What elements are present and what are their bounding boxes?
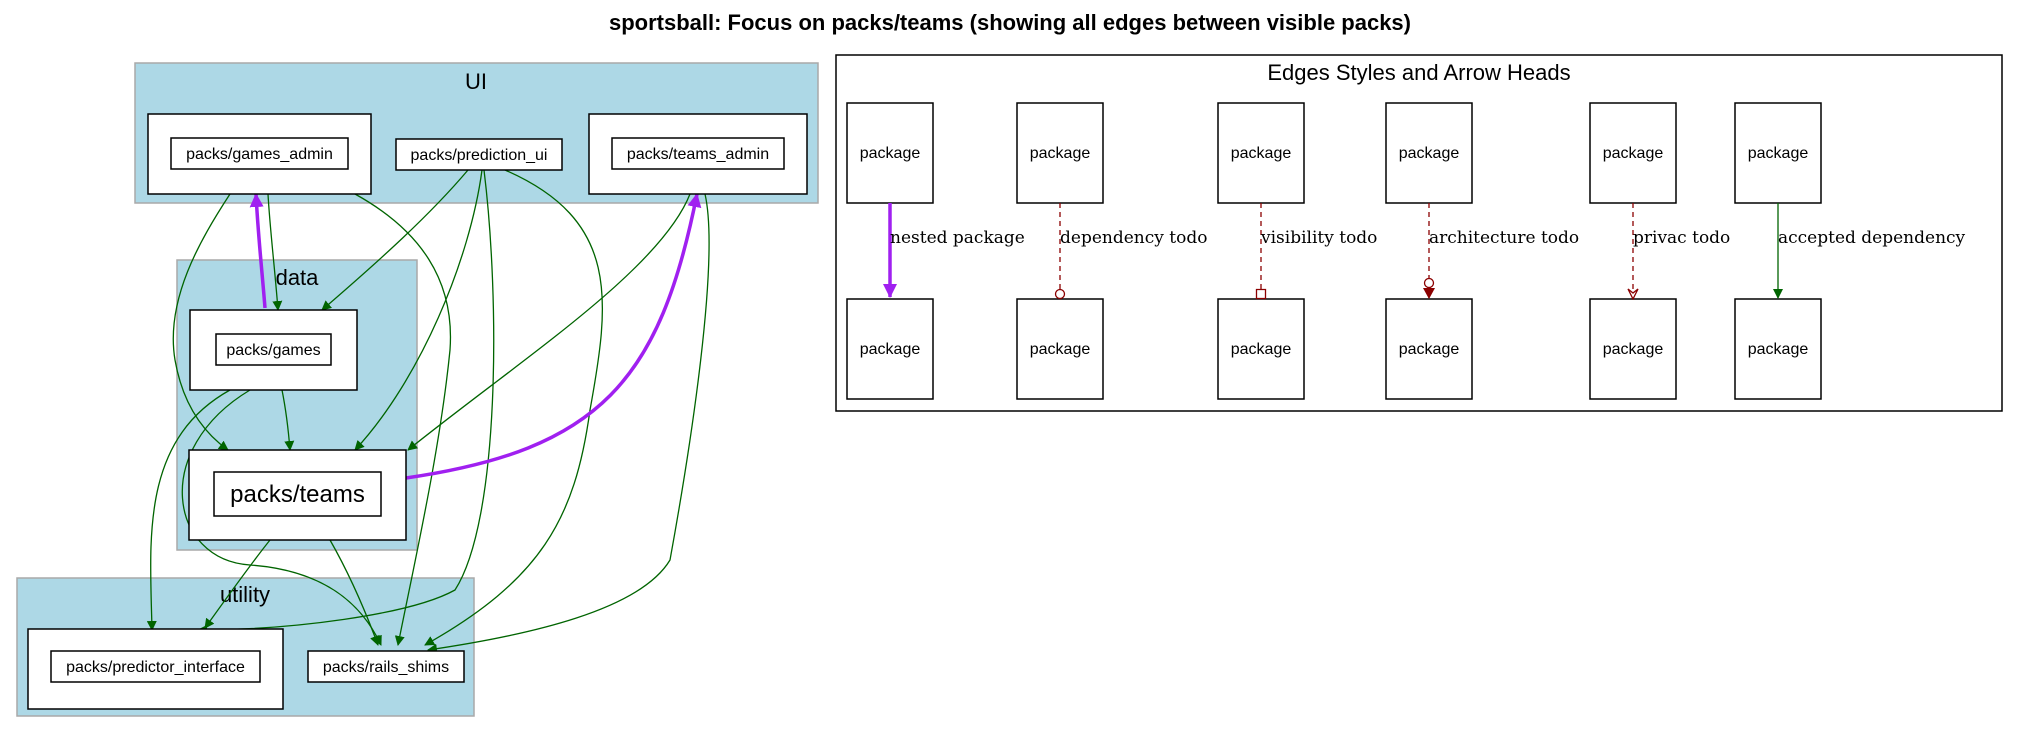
node-games-admin-label: packs/games_admin	[186, 146, 333, 163]
cluster-utility-label: utility	[220, 582, 270, 607]
legend-node-label: package	[1748, 341, 1809, 358]
edge-teams-admin-to-rails-shims	[427, 193, 710, 654]
edge-games-to-teams	[281, 389, 295, 451]
node-teams-admin[interactable]: packs/teams_admin	[588, 113, 808, 195]
legend-privacy-todo: package package privac todo	[1589, 102, 1730, 400]
legend-node-label: package	[1603, 145, 1664, 162]
edge-games-to-rails-shims	[181, 389, 382, 646]
edge-teams-to-rails-shims	[329, 539, 380, 646]
legend-node-label: package	[1748, 145, 1809, 162]
legend: Edges Styles and Arrow Heads package pac…	[835, 54, 2003, 412]
legend-architecture-todo: package package architecture todo	[1385, 102, 1579, 400]
node-games-admin[interactable]: packs/games_admin	[147, 113, 372, 195]
legend-accepted-dependency: package package accepted dependency	[1734, 102, 1966, 400]
node-teams-label: packs/teams	[230, 481, 365, 508]
legend-edge-label: accepted dependency	[1778, 228, 1966, 248]
node-games-label: packs/games	[226, 342, 320, 359]
node-predictor-interface-label: packs/predictor_interface	[66, 659, 245, 676]
edge-teams-admin-to-teams	[407, 193, 691, 451]
legend-node-label: package	[1030, 145, 1091, 162]
legend-nested-package: package package nested package	[846, 102, 1025, 400]
legend-node-label: package	[1399, 341, 1460, 358]
node-prediction-ui-label: packs/prediction_ui	[411, 147, 548, 164]
legend-node-label: package	[1603, 341, 1664, 358]
node-prediction-ui[interactable]: packs/prediction_ui	[395, 138, 563, 171]
edge-games-nested-in-games-admin	[249, 193, 267, 309]
legend-edge-label: nested package	[890, 228, 1025, 248]
edge-teams-nested-in-teams-admin	[405, 193, 702, 480]
edge-teams-to-predictor-interface	[204, 539, 271, 629]
legend-node-label: package	[860, 341, 921, 358]
legend-node-label: package	[1231, 145, 1292, 162]
node-teams-admin-label: packs/teams_admin	[627, 146, 769, 163]
legend-edge-label: privac todo	[1633, 228, 1730, 248]
edge-games-to-predictor-interface	[146, 389, 231, 631]
legend-visibility-todo: package package visibility todo	[1217, 102, 1377, 400]
legend-node-label: package	[860, 145, 921, 162]
edge-prediction-ui-to-teams	[354, 169, 483, 451]
legend-node-label: package	[1399, 145, 1460, 162]
edge-prediction-ui-to-rails-shims	[424, 169, 604, 646]
edge-prediction-ui-to-games	[321, 169, 469, 311]
edge-games-admin-to-games	[267, 193, 283, 311]
cluster-data-label: data	[276, 265, 320, 290]
legend-title: Edges Styles and Arrow Heads	[1267, 60, 1570, 85]
edge-prediction-ui-to-predictor-interface	[197, 169, 495, 635]
diagram-title: sportsball: Focus on packs/teams (showin…	[609, 10, 1411, 35]
edge-games-admin-to-rails-shims	[354, 193, 452, 646]
legend-node-label: package	[1231, 341, 1292, 358]
legend-edge-label: dependency todo	[1060, 228, 1207, 248]
dependency-edges	[146, 169, 710, 654]
node-games[interactable]: packs/games	[189, 309, 358, 391]
legend-dependency-todo: package package dependency todo	[1016, 102, 1207, 400]
node-teams[interactable]: packs/teams	[188, 449, 407, 541]
node-rails-shims[interactable]: packs/rails_shims	[307, 650, 465, 683]
legend-edge-label: architecture todo	[1429, 228, 1579, 248]
node-rails-shims-label: packs/rails_shims	[323, 659, 449, 676]
edge-games-admin-to-teams	[172, 193, 231, 451]
legend-edge-label: visibility todo	[1260, 228, 1377, 248]
legend-node-label: package	[1030, 341, 1091, 358]
cluster-ui-label: UI	[465, 69, 487, 94]
node-predictor-interface[interactable]: packs/predictor_interface	[27, 628, 284, 710]
nested-edges	[249, 193, 702, 480]
